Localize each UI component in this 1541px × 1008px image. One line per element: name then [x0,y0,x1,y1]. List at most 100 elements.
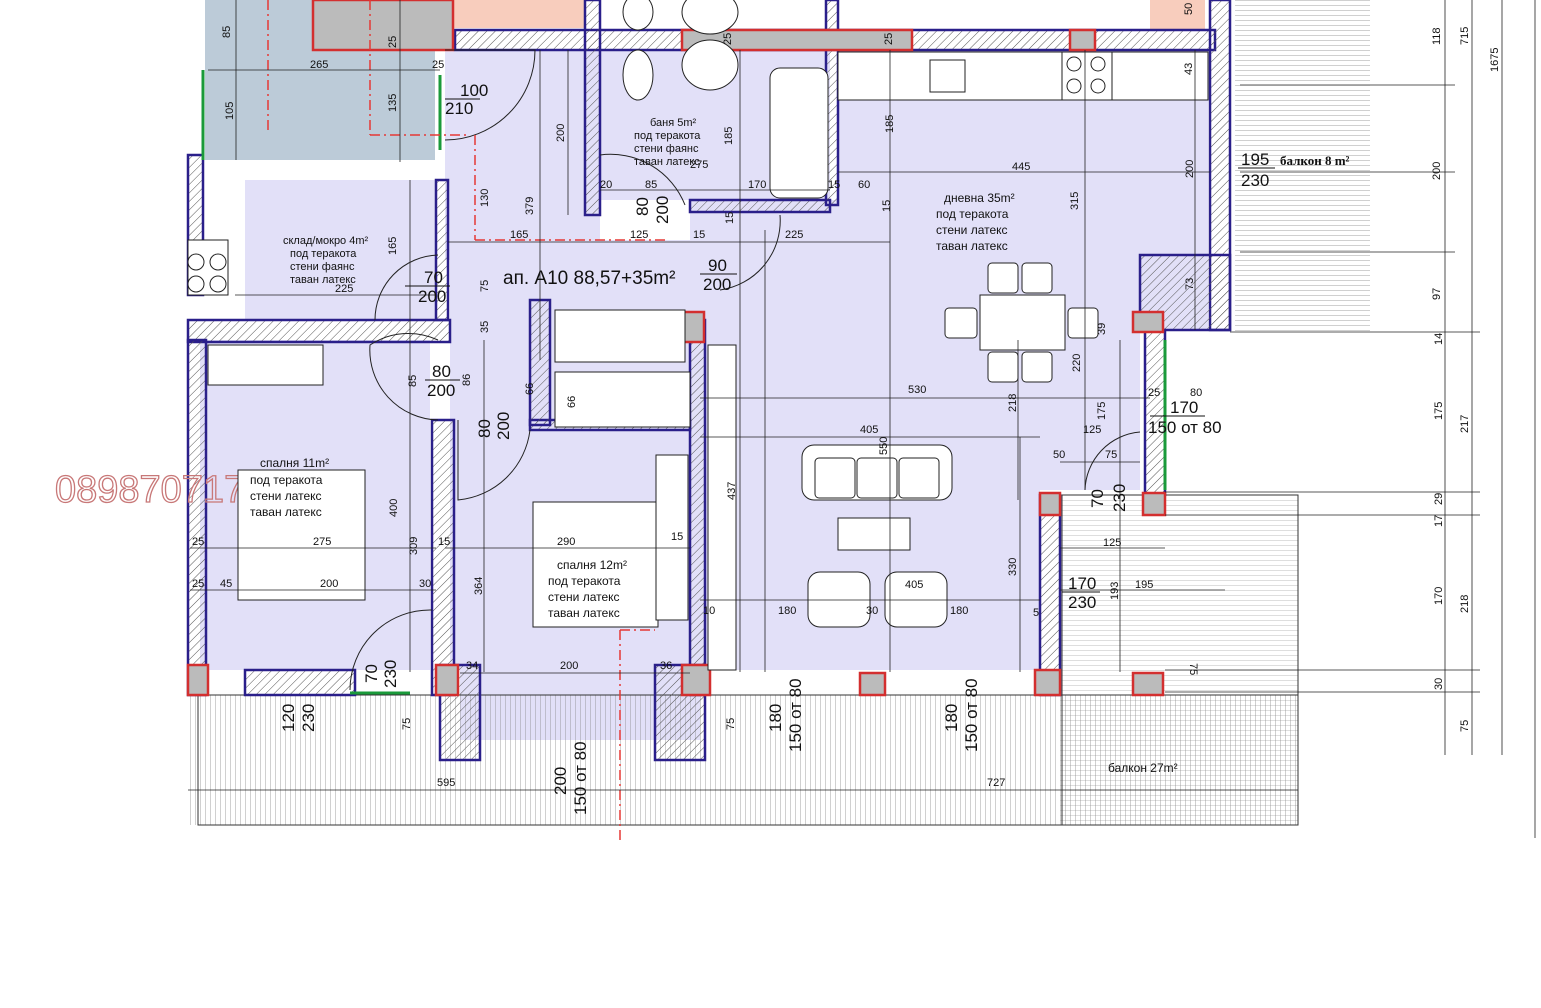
svg-text:80: 80 [633,197,652,216]
svg-text:217: 217 [1459,415,1471,433]
svg-text:баня 5m²: баня 5m² [650,117,697,129]
dimension-labels: 85 265 105 135 25 25 25 25 50 43 118 715… [192,3,1501,789]
svg-text:230: 230 [1110,484,1129,512]
svg-text:склад/мокро 4m²: склад/мокро 4m² [283,235,369,247]
svg-text:таван латекс: таван латекс [936,239,1008,253]
svg-text:стени латекс: стени латекс [936,223,1008,237]
svg-text:118: 118 [1431,27,1443,45]
balconies [188,0,1370,826]
dining-chair [1067,307,1099,339]
wardrobe [207,344,324,386]
svg-text:25: 25 [432,59,444,71]
svg-text:таван латекс: таван латекс [290,274,356,286]
svg-text:200: 200 [560,660,578,672]
svg-text:200: 200 [555,124,567,142]
svg-text:75: 75 [1459,720,1471,732]
neighbor-zones [208,0,1205,50]
room-label-bedroom-12: спалня 12m² под теракота стени латекс та… [548,558,627,620]
svg-text:1675: 1675 [1489,48,1501,72]
wardrobe [707,344,737,671]
svg-text:130: 130 [479,189,491,207]
svg-text:225: 225 [335,283,353,295]
svg-text:под теракота: под теракота [936,207,1009,221]
svg-text:165: 165 [387,237,399,255]
svg-text:200: 200 [494,412,513,440]
svg-text:290: 290 [557,536,575,548]
sofa-seat [856,457,898,499]
svg-text:стени латекс: стени латекс [250,489,322,503]
svg-text:200: 200 [427,381,455,400]
svg-text:364: 364 [473,577,485,595]
svg-text:60: 60 [858,179,870,191]
svg-text:125: 125 [1103,537,1121,549]
svg-text:20: 20 [600,179,612,191]
svg-text:25: 25 [387,36,399,48]
svg-text:135: 135 [387,94,399,112]
walls [186,0,1232,762]
svg-text:85: 85 [645,179,657,191]
svg-text:25: 25 [722,33,734,45]
svg-text:таван латекс: таван латекс [250,505,322,519]
svg-text:193: 193 [1109,582,1121,600]
svg-text:210: 210 [445,99,473,118]
svg-text:180: 180 [766,704,785,732]
svg-text:30: 30 [866,605,878,617]
balcony-27-label: балкон 27m² [1108,761,1178,775]
svg-text:45: 45 [220,578,232,590]
svg-text:100: 100 [460,81,488,100]
svg-text:185: 185 [723,127,735,145]
room-label-bedroom-11: спалня 11m² под теракота стени латекс та… [250,456,329,519]
svg-text:170: 170 [1433,587,1445,605]
svg-text:25: 25 [192,578,204,590]
svg-text:стени фаянс: стени фаянс [290,261,355,273]
windows [201,70,1167,695]
svg-text:спалня 12m²: спалня 12m² [557,558,627,572]
svg-text:180: 180 [778,605,796,617]
svg-text:165: 165 [510,229,528,241]
svg-text:80: 80 [1190,387,1202,399]
svg-text:14: 14 [1433,333,1445,345]
room-labels: баня 5m² под теракота стени фаянс таван … [250,117,1350,775]
svg-text:218: 218 [1007,394,1019,412]
svg-text:15: 15 [693,229,705,241]
svg-text:спалня 11m²: спалня 11m² [260,456,329,470]
svg-text:220: 220 [1071,354,1083,372]
svg-text:180: 180 [950,605,968,617]
toilet [622,0,654,31]
svg-text:595: 595 [437,777,455,789]
svg-text:таван латекс: таван латекс [548,606,620,620]
bathtub [769,67,829,199]
washbasin [681,39,739,91]
bed [237,469,366,601]
svg-text:230: 230 [1241,171,1269,190]
svg-text:таван латекс: таван латекс [634,156,700,168]
svg-text:200: 200 [653,196,672,224]
sofa-seat [814,457,856,499]
svg-text:150 от 80: 150 от 80 [786,678,805,752]
room-label-living: дневна 35m² под теракота стени латекс та… [936,191,1015,253]
svg-text:185: 185 [884,115,896,133]
svg-text:25: 25 [192,536,204,548]
svg-text:265: 265 [310,59,328,71]
svg-text:15: 15 [828,179,840,191]
svg-text:50: 50 [1053,449,1065,461]
svg-text:36: 36 [660,660,672,672]
svg-text:400: 400 [388,499,400,517]
wardrobe [554,309,686,363]
svg-text:25: 25 [883,33,895,45]
svg-text:379: 379 [524,197,536,215]
svg-text:150 от 80: 150 от 80 [962,678,981,752]
svg-text:180: 180 [942,704,961,732]
svg-text:17: 17 [1433,515,1445,527]
svg-text:5: 5 [1033,607,1039,619]
svg-text:70: 70 [362,664,381,683]
dining-chair [1021,351,1053,383]
svg-text:43: 43 [1183,63,1195,75]
